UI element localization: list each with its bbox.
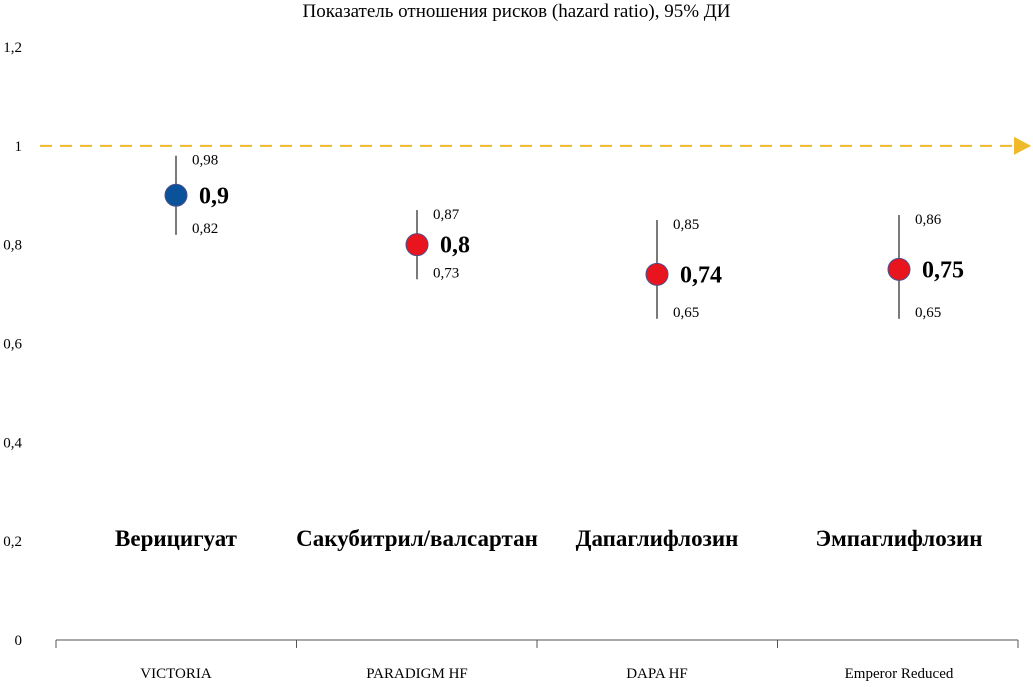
trial-label-dapa-hf: DAPA HF	[626, 666, 688, 682]
drug-label-sacubitril-valsartan: Сакубитрил/валсартан	[296, 526, 538, 551]
drug-label-empagliflozin: Эмпаглифлозин	[815, 526, 983, 551]
hazard-ratio-marker	[164, 183, 188, 207]
hr-point-group: 0,87 0,73 0,8	[405, 207, 470, 281]
reference-line-arrowhead	[1014, 136, 1031, 155]
ci-upper-label: 0,86	[915, 212, 942, 228]
y-tick-label: 1	[15, 139, 23, 155]
y-tick-label: 1,2	[3, 40, 22, 56]
hazard-ratio-value-label: 0,74	[680, 262, 722, 288]
hr-point-group: 0,86 0,65 0,75	[887, 212, 964, 321]
y-tick-label: 0,2	[3, 534, 22, 550]
hazard-ratio-value-label: 0,75	[922, 257, 964, 283]
y-axis-labels: 0 0,2 0,4 0,6 0,8 1 1,2	[3, 40, 22, 649]
y-tick-label: 0,6	[3, 337, 22, 353]
trial-label-paradigm-hf: PARADIGM HF	[366, 666, 468, 682]
hazard-ratio-marker	[645, 262, 669, 286]
ci-upper-label: 0,87	[433, 207, 460, 223]
ci-upper-label: 0,98	[192, 153, 218, 169]
trial-label-victoria: VICTORIA	[140, 666, 212, 682]
ci-lower-label: 0,65	[915, 305, 941, 321]
hazard-ratio-value-label: 0,8	[440, 233, 470, 259]
y-tick-label: 0,4	[3, 435, 22, 451]
ci-lower-label: 0,82	[192, 221, 218, 237]
ci-lower-label: 0,65	[673, 305, 699, 321]
hazard-ratio-marker	[405, 233, 429, 257]
y-tick-label: 0	[15, 633, 23, 649]
x-axis-ticks	[55, 640, 1019, 648]
trial-label-emperor-reduced: Emperor Reduced	[844, 666, 954, 682]
y-tick-label: 0,8	[3, 238, 22, 254]
ci-lower-label: 0,73	[433, 265, 459, 281]
hr-point-group: 0,98 0,82 0,9	[164, 153, 229, 237]
hazard-ratio-marker	[887, 257, 911, 281]
drug-label-dapagliflozin: Дапаглифлозин	[575, 526, 739, 551]
data-points: 0,980,820,90,870,730,80,850,650,740,860,…	[164, 153, 964, 321]
drug-label-vericiguat: Верицигуат	[115, 526, 237, 551]
hr-point-group: 0,85 0,65 0,74	[645, 217, 722, 321]
hazard-ratio-value-label: 0,9	[199, 183, 229, 209]
chart-title: Показатель отношения рисков (hazard rati…	[302, 1, 731, 22]
ci-upper-label: 0,85	[673, 217, 699, 233]
